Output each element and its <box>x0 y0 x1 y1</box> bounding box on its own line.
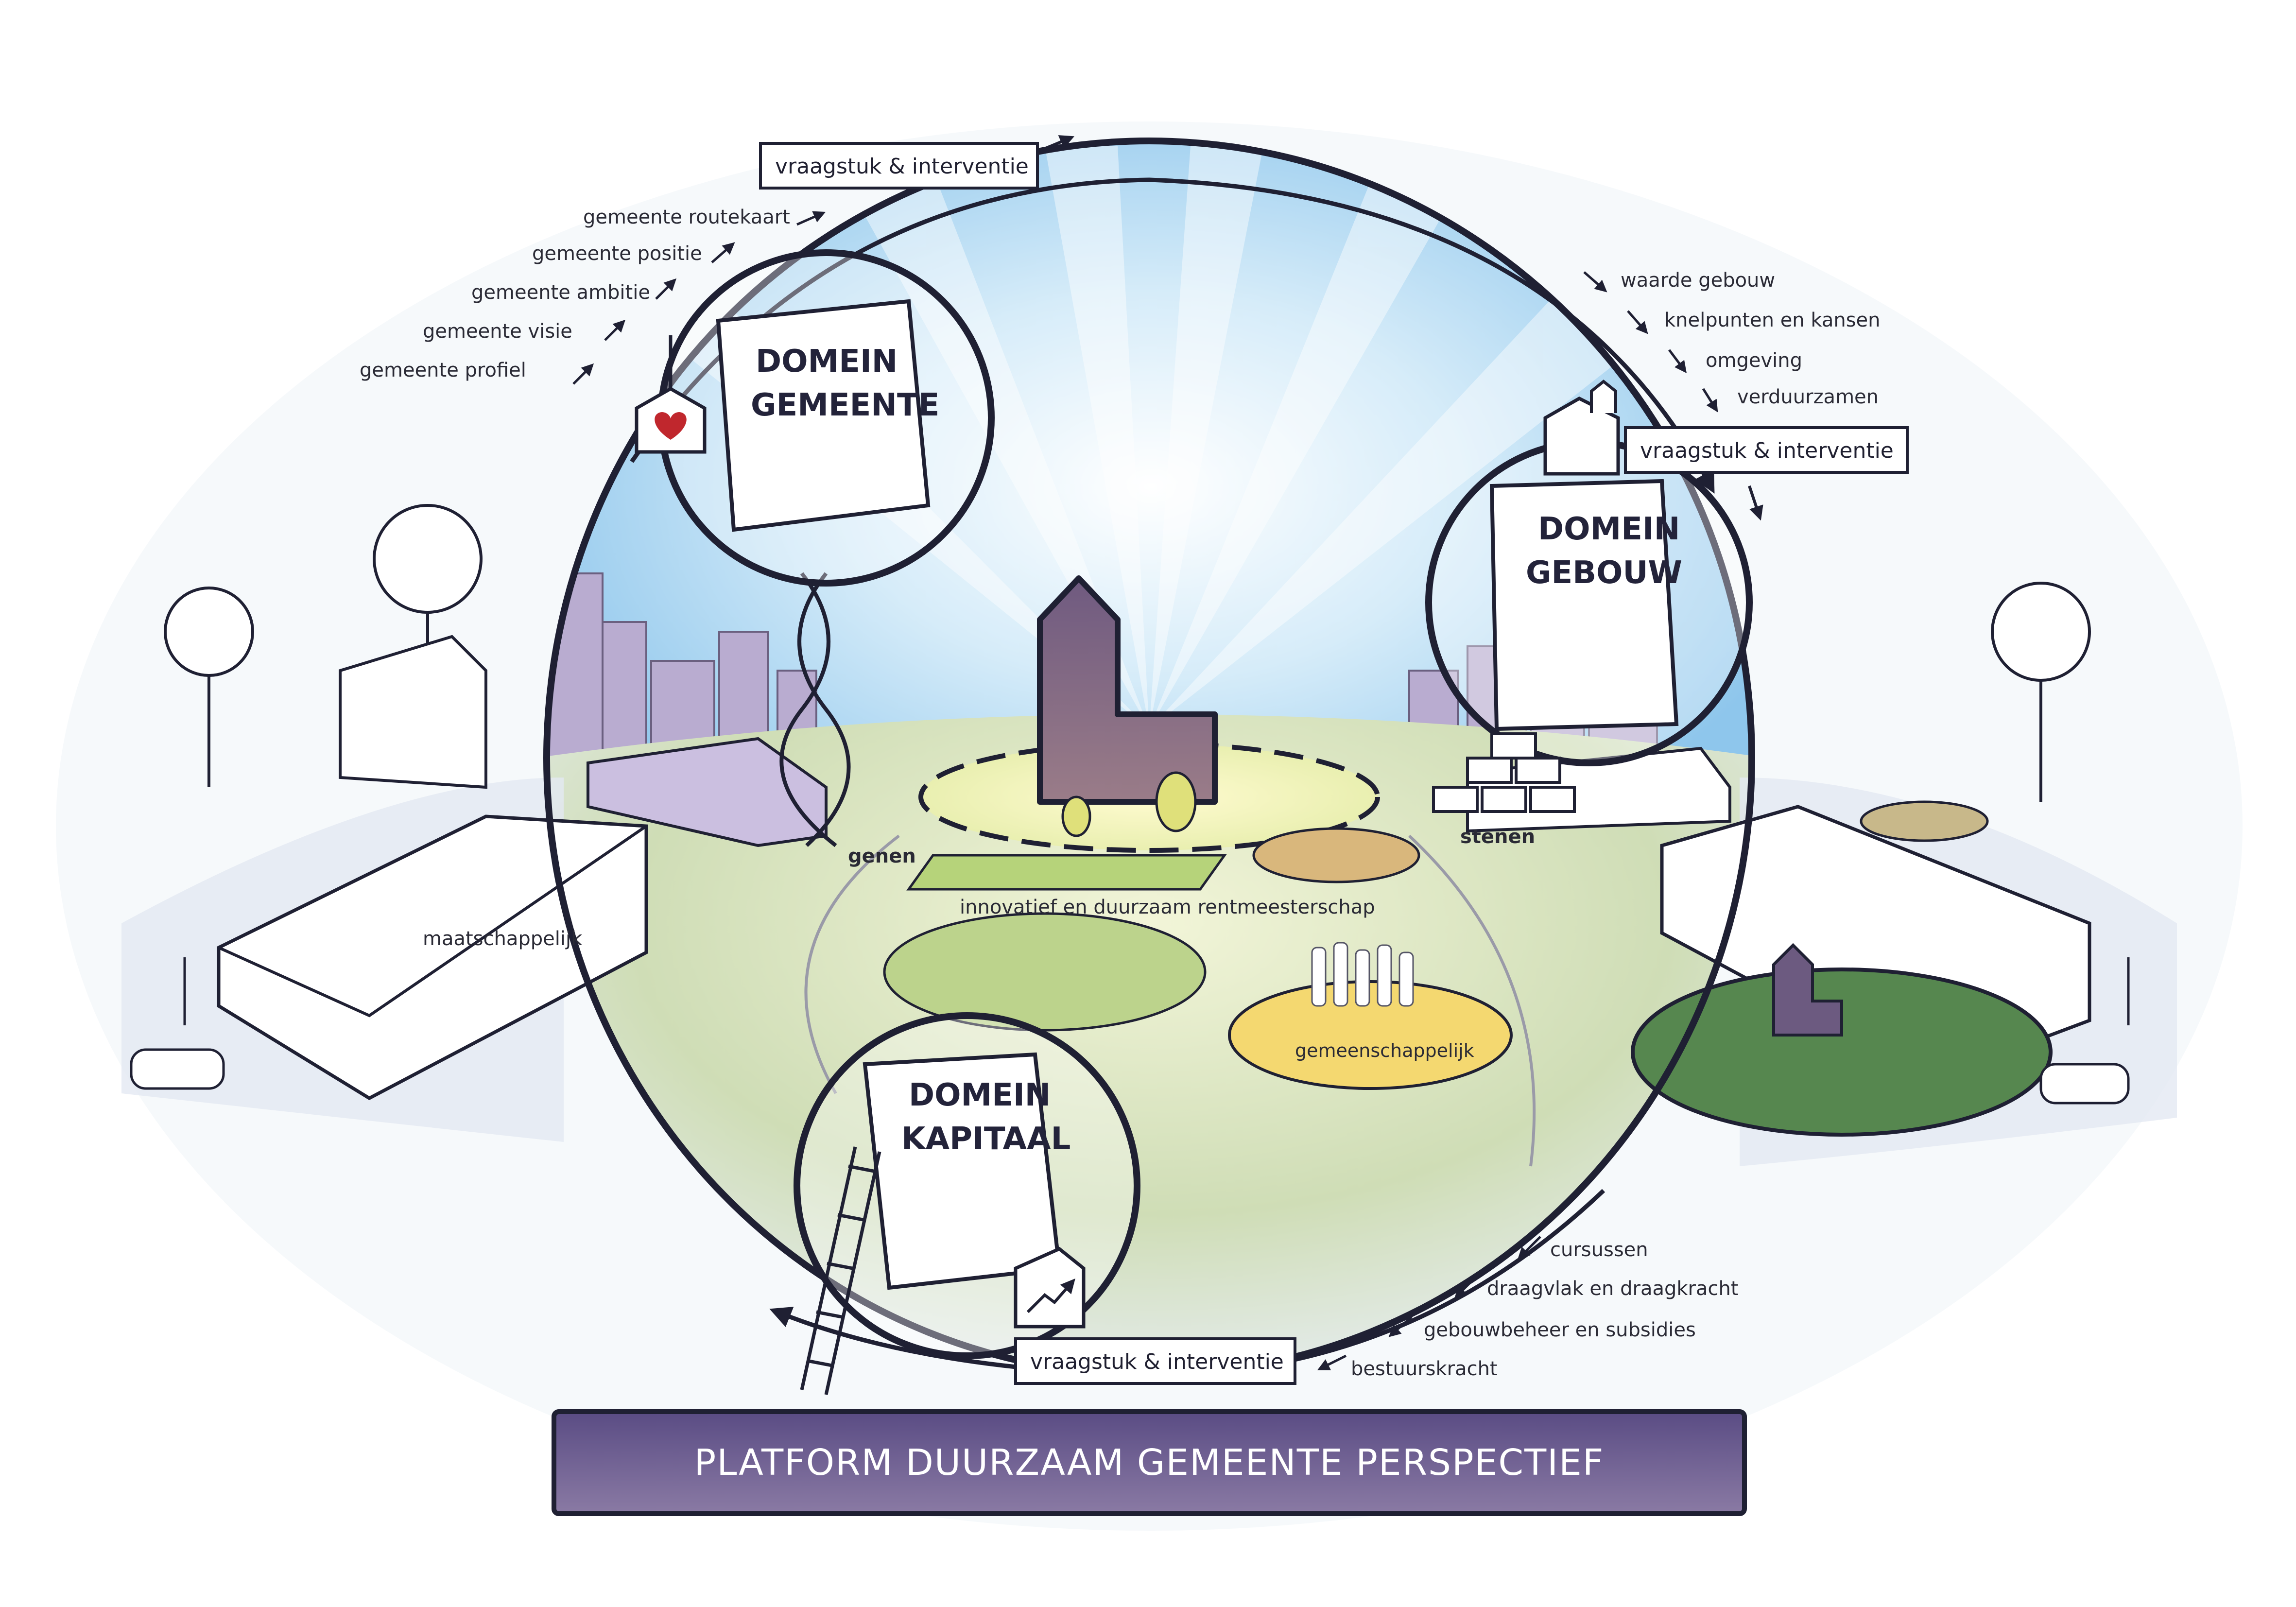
ladder <box>800 1146 881 1395</box>
intervention-top-label: vraagstuk & interventie <box>775 154 1029 179</box>
street-lights <box>183 957 2130 1025</box>
step-verduurzamen: verduurzamen <box>1737 386 1879 408</box>
garden-area <box>883 912 1207 1032</box>
left-trees <box>164 504 483 787</box>
domain-gemeente-line2: GEMEENTE <box>751 387 939 423</box>
green-strip <box>906 854 1227 891</box>
central-church <box>1037 575 1218 805</box>
intervention-right-label: vraagstuk & interventie <box>1640 438 1894 463</box>
step-arrow-icons <box>572 211 826 385</box>
label-genen: genen <box>848 845 916 867</box>
title-banner: PLATFORM DUURZAAM GEMEENTE PERSPECTIEF <box>552 1409 1747 1516</box>
right-stage <box>1860 800 1989 842</box>
heart-house-icon <box>635 335 707 454</box>
domain-kapitaal-line2: KAPITAAL <box>901 1121 1070 1157</box>
step-gemeente-routekaart: gemeente routekaart <box>583 206 790 228</box>
label-gemeenschappelijk: gemeenschappelijk <box>1295 1040 1474 1061</box>
domain-gebouw: DOMEIN GEBOUW <box>1425 380 1753 813</box>
page-title: PLATFORM DUURZAAM GEMEENTE PERSPECTIEF <box>694 1442 1605 1484</box>
step-arrow-icons <box>1583 271 1718 413</box>
step-cursussen: cursussen <box>1550 1239 1648 1261</box>
road-right <box>1408 834 1536 1167</box>
right-trees <box>1991 582 2091 802</box>
domain-kapitaal: DOMEIN KAPITAAL <box>794 1012 1140 1395</box>
step-knelpunten-en-kansen: knelpunten en kansen <box>1664 309 1881 331</box>
dancers-area <box>1252 827 1420 883</box>
label-rentmeesterschap: innovatief en duurzaam rentmeesterschap <box>960 896 1375 918</box>
kapitaal-steps: cursussen draagvlak en draagkracht gebou… <box>1317 1236 1739 1380</box>
growth-chart-icon <box>1014 1246 1086 1329</box>
intervention-box-bottom: vraagstuk & interventie <box>1014 1337 1296 1385</box>
step-omgeving: omgeving <box>1706 349 1802 372</box>
intervention-bottom-label: vraagstuk & interventie <box>1030 1349 1284 1374</box>
table-church <box>1772 943 1843 1037</box>
step-gemeente-visie: gemeente visie <box>423 320 572 343</box>
step-gemeente-positie: gemeente positie <box>532 242 702 265</box>
intervention-box-top: vraagstuk & interventie <box>759 135 1075 190</box>
label-maatschappelijk: maatschappelijk <box>423 928 583 950</box>
road-left <box>804 834 900 1094</box>
domain-kapitaal-line1: DOMEIN <box>909 1077 1051 1113</box>
community-people <box>1311 942 1414 1007</box>
green-table <box>1631 968 2053 1137</box>
outer-landscape <box>121 504 2177 1166</box>
bricks <box>1432 732 1576 813</box>
step-arrow-icons <box>1317 1236 1541 1370</box>
step-gebouwbeheer-en-subsidies: gebouwbeheer en subsidies <box>1424 1319 1696 1341</box>
arrow-icon <box>1748 485 1763 521</box>
step-waarde-gebouw: waarde gebouw <box>1621 269 1775 292</box>
domain-gemeente: DOMEIN GEMEENTE <box>635 249 995 587</box>
domain-gemeente-line1: DOMEIN <box>756 344 898 380</box>
top-cycle-arrow <box>630 177 1715 494</box>
step-bestuurskracht: bestuurskracht <box>1351 1358 1498 1380</box>
dna-helix <box>779 572 851 847</box>
gemeente-steps: gemeente routekaart gemeente positie gem… <box>360 206 826 385</box>
step-draagvlak-en-draagkracht: draagvlak en draagkracht <box>1487 1278 1739 1300</box>
domain-gebouw-line1: DOMEIN <box>1538 511 1680 547</box>
label-stenen: stenen <box>1460 826 1535 848</box>
arrow-icon <box>1039 135 1075 152</box>
plaza-trees <box>1061 771 1197 837</box>
left-large-building <box>217 814 648 1101</box>
gebouw-steps: waarde gebouw knelpunten en kansen omgev… <box>1583 269 1881 413</box>
left-house <box>339 635 487 789</box>
house-icon <box>1543 380 1620 476</box>
step-gemeente-profiel: gemeente profiel <box>360 359 526 381</box>
intervention-box-right: vraagstuk & interventie <box>1624 426 1909 521</box>
cars <box>130 1048 2130 1105</box>
gemeenschappelijk-area <box>1228 980 1513 1090</box>
step-gemeente-ambitie: gemeente ambitie <box>471 281 650 304</box>
domain-gebouw-line2: GEBOUW <box>1526 555 1682 591</box>
